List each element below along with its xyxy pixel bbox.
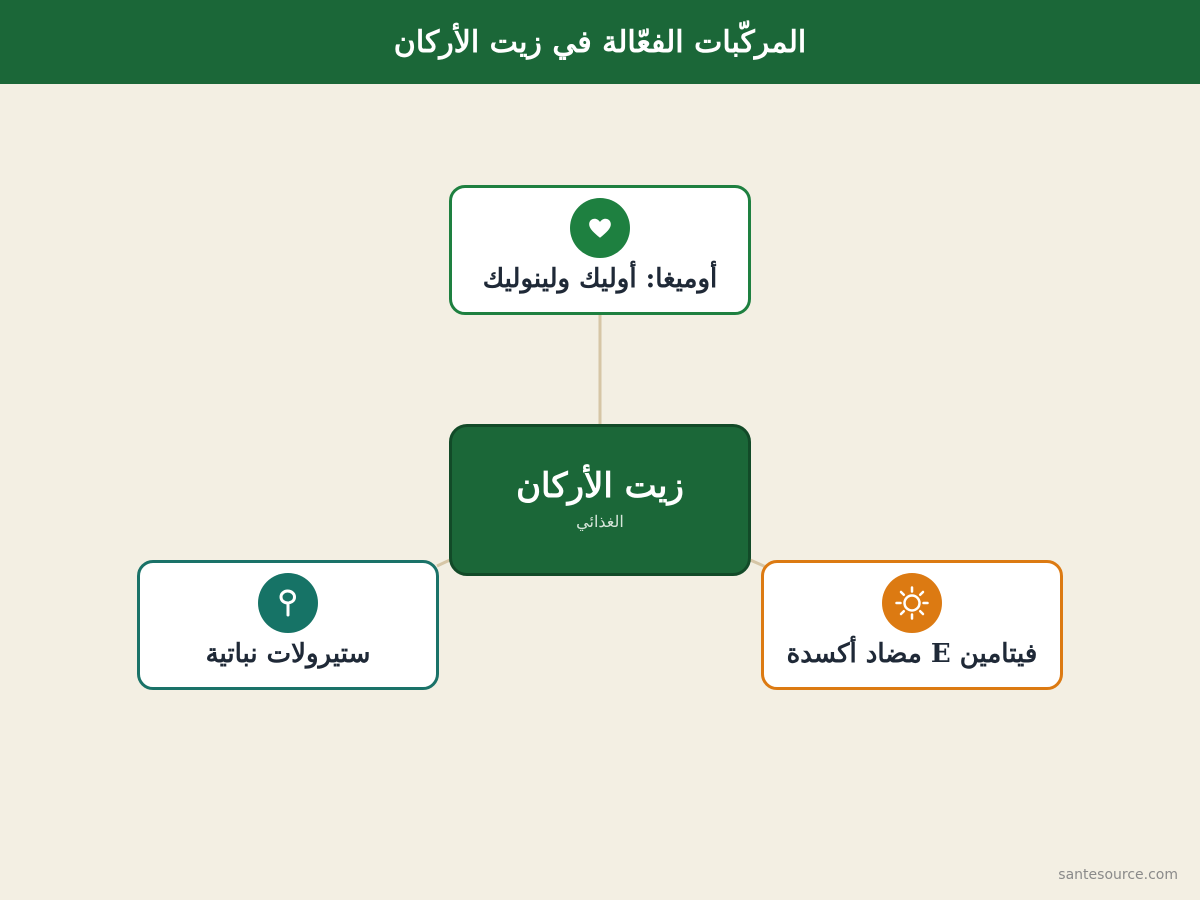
heart-icon bbox=[570, 198, 630, 258]
sun-icon bbox=[882, 573, 942, 633]
node-sterols: ستيرولات نباتية bbox=[137, 560, 439, 690]
sprout-icon bbox=[258, 573, 318, 633]
center-node: زيت الأركان الغذائي bbox=[449, 424, 751, 576]
center-title: زيت الأركان bbox=[516, 465, 684, 506]
node-vitamin-e-label: فيتامين E مضاد أكسدة bbox=[786, 639, 1038, 669]
node-sterols-label: ستيرولات نباتية bbox=[205, 639, 371, 669]
header-bar: المركّبات الفعّالة في زيت الأركان bbox=[0, 0, 1200, 84]
center-subtitle: الغذائي bbox=[576, 511, 624, 531]
node-vitamin-e: فيتامين E مضاد أكسدة bbox=[761, 560, 1063, 690]
connector-right bbox=[747, 557, 767, 569]
node-omega-label: أوميغا: أوليك ولينوليك bbox=[482, 264, 718, 294]
node-omega: أوميغا: أوليك ولينوليك bbox=[449, 185, 751, 315]
source-credit: santesource.com bbox=[1058, 867, 1178, 883]
page-title: المركّبات الفعّالة في زيت الأركان bbox=[393, 24, 807, 60]
